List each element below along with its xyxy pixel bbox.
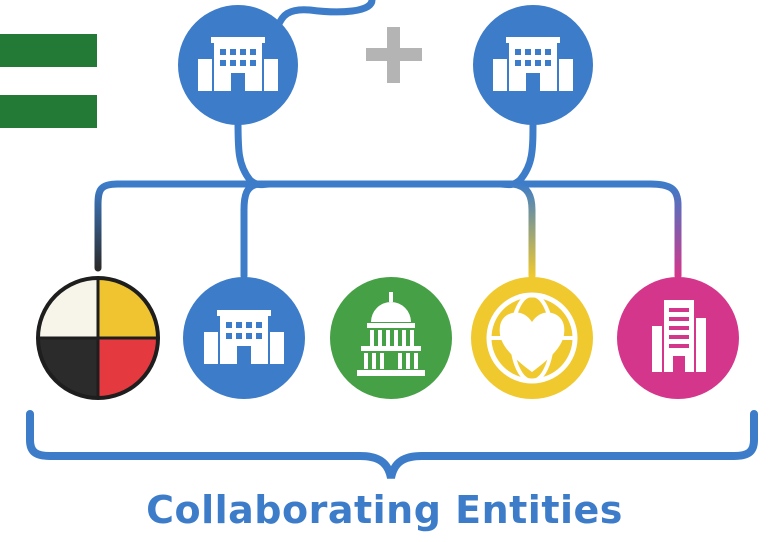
connector-lines — [94, 0, 682, 280]
top-node-building-2 — [473, 5, 593, 125]
medicine-wheel-icon — [36, 276, 160, 400]
connector-entity-1 — [94, 180, 122, 272]
entity-medicine-wheel — [36, 276, 160, 400]
connector-entity-2 — [240, 180, 262, 280]
connector-top-right — [496, 116, 537, 189]
connector-entity-4 — [509, 180, 536, 280]
entity-nonprofit — [471, 277, 593, 399]
plus-sign-icon — [366, 27, 422, 83]
capitol-dome-icon — [357, 292, 425, 376]
entity-building — [183, 277, 305, 399]
office-tower-icon — [652, 300, 706, 372]
caption-label: Collaborating Entities — [146, 488, 623, 532]
connector-entity-5 — [646, 180, 682, 280]
connector-top-left — [234, 116, 274, 189]
top-node-building-1 — [178, 5, 298, 125]
entity-business — [617, 277, 739, 399]
equals-sign-icon — [0, 34, 97, 128]
incoming-connector — [274, 0, 376, 30]
grouping-brace — [26, 410, 758, 479]
globe-heart-icon — [486, 292, 578, 384]
entity-government — [330, 277, 452, 399]
